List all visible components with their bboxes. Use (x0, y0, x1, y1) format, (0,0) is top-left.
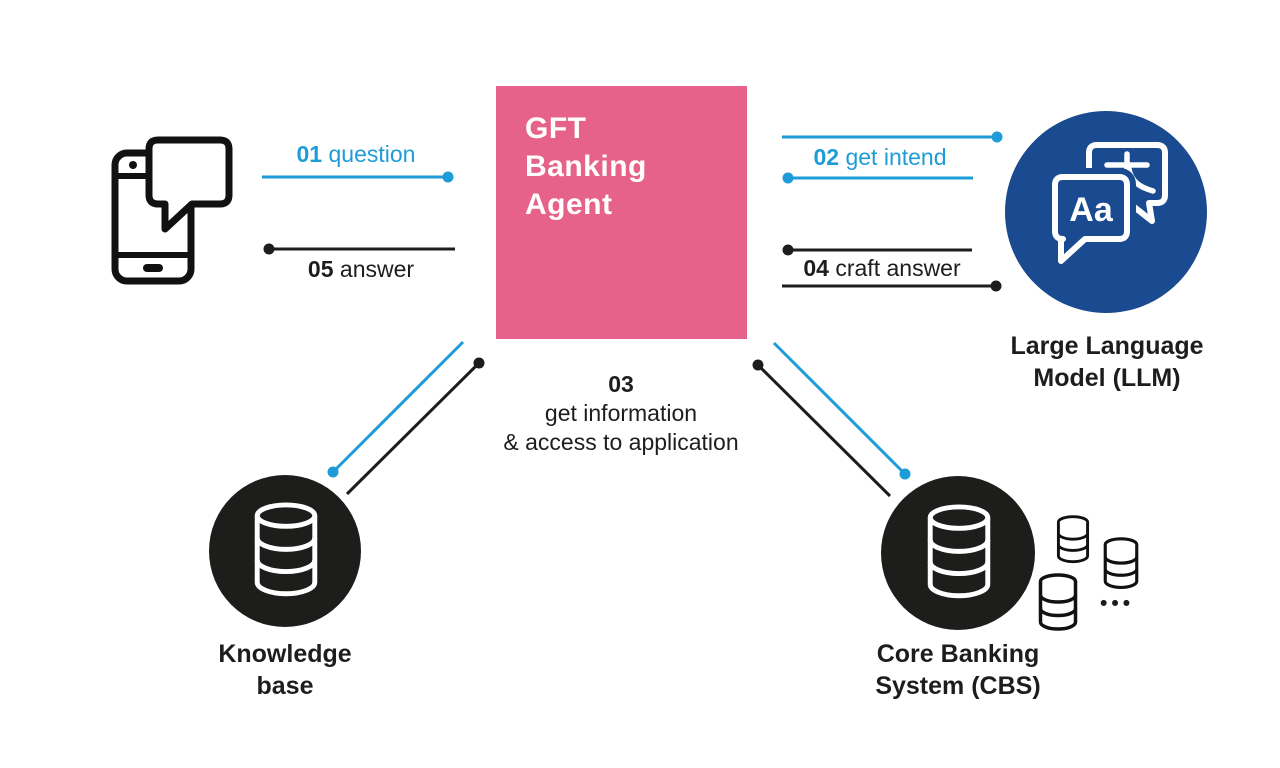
user-device-node (106, 136, 234, 288)
llm-node: Aa (1005, 111, 1207, 313)
database-icon (927, 504, 991, 599)
agent-title-line2: Banking (525, 150, 647, 183)
flow-03-label: 03 get information & access to applicati… (503, 371, 739, 455)
arrow-cbs-to-agent (752, 359, 892, 498)
knowledge-base-node (209, 475, 361, 627)
flow-02-label: 02 get intend (813, 144, 947, 170)
knowledge-base-label: Knowledge base (218, 640, 352, 700)
arrow-05-answer (263, 243, 455, 255)
arrow-03-agent-to-kb (327, 340, 465, 478)
database-icon (1103, 537, 1139, 589)
agent-title-line1: GFT (525, 112, 587, 145)
phone-chat-icon (111, 136, 233, 285)
flow-01-label: 01 question (296, 141, 416, 167)
core-banking-node (881, 476, 1035, 630)
llm-label: Large Language Model (LLM) (1010, 332, 1204, 392)
agent-node: GFT Banking Agent (496, 86, 747, 339)
translate-icon: Aa (1046, 142, 1168, 270)
flow-04-label: 04 craft answer (803, 255, 961, 281)
arrow-01-question (262, 171, 454, 183)
more-databases-ellipsis: ••• (1100, 592, 1135, 615)
core-banking-label: Core Banking System (CBS) (875, 640, 1041, 700)
database-icon (1056, 515, 1090, 564)
arrow-kb-to-agent (345, 357, 485, 496)
agent-title-line3: Agent (525, 188, 613, 221)
translate-icon-text: Aa (1069, 191, 1114, 229)
flow-05-label: 05 answer (307, 256, 415, 282)
database-icon (254, 502, 318, 597)
arrow-03-agent-to-cbs (772, 341, 911, 480)
database-icon (1038, 573, 1078, 631)
